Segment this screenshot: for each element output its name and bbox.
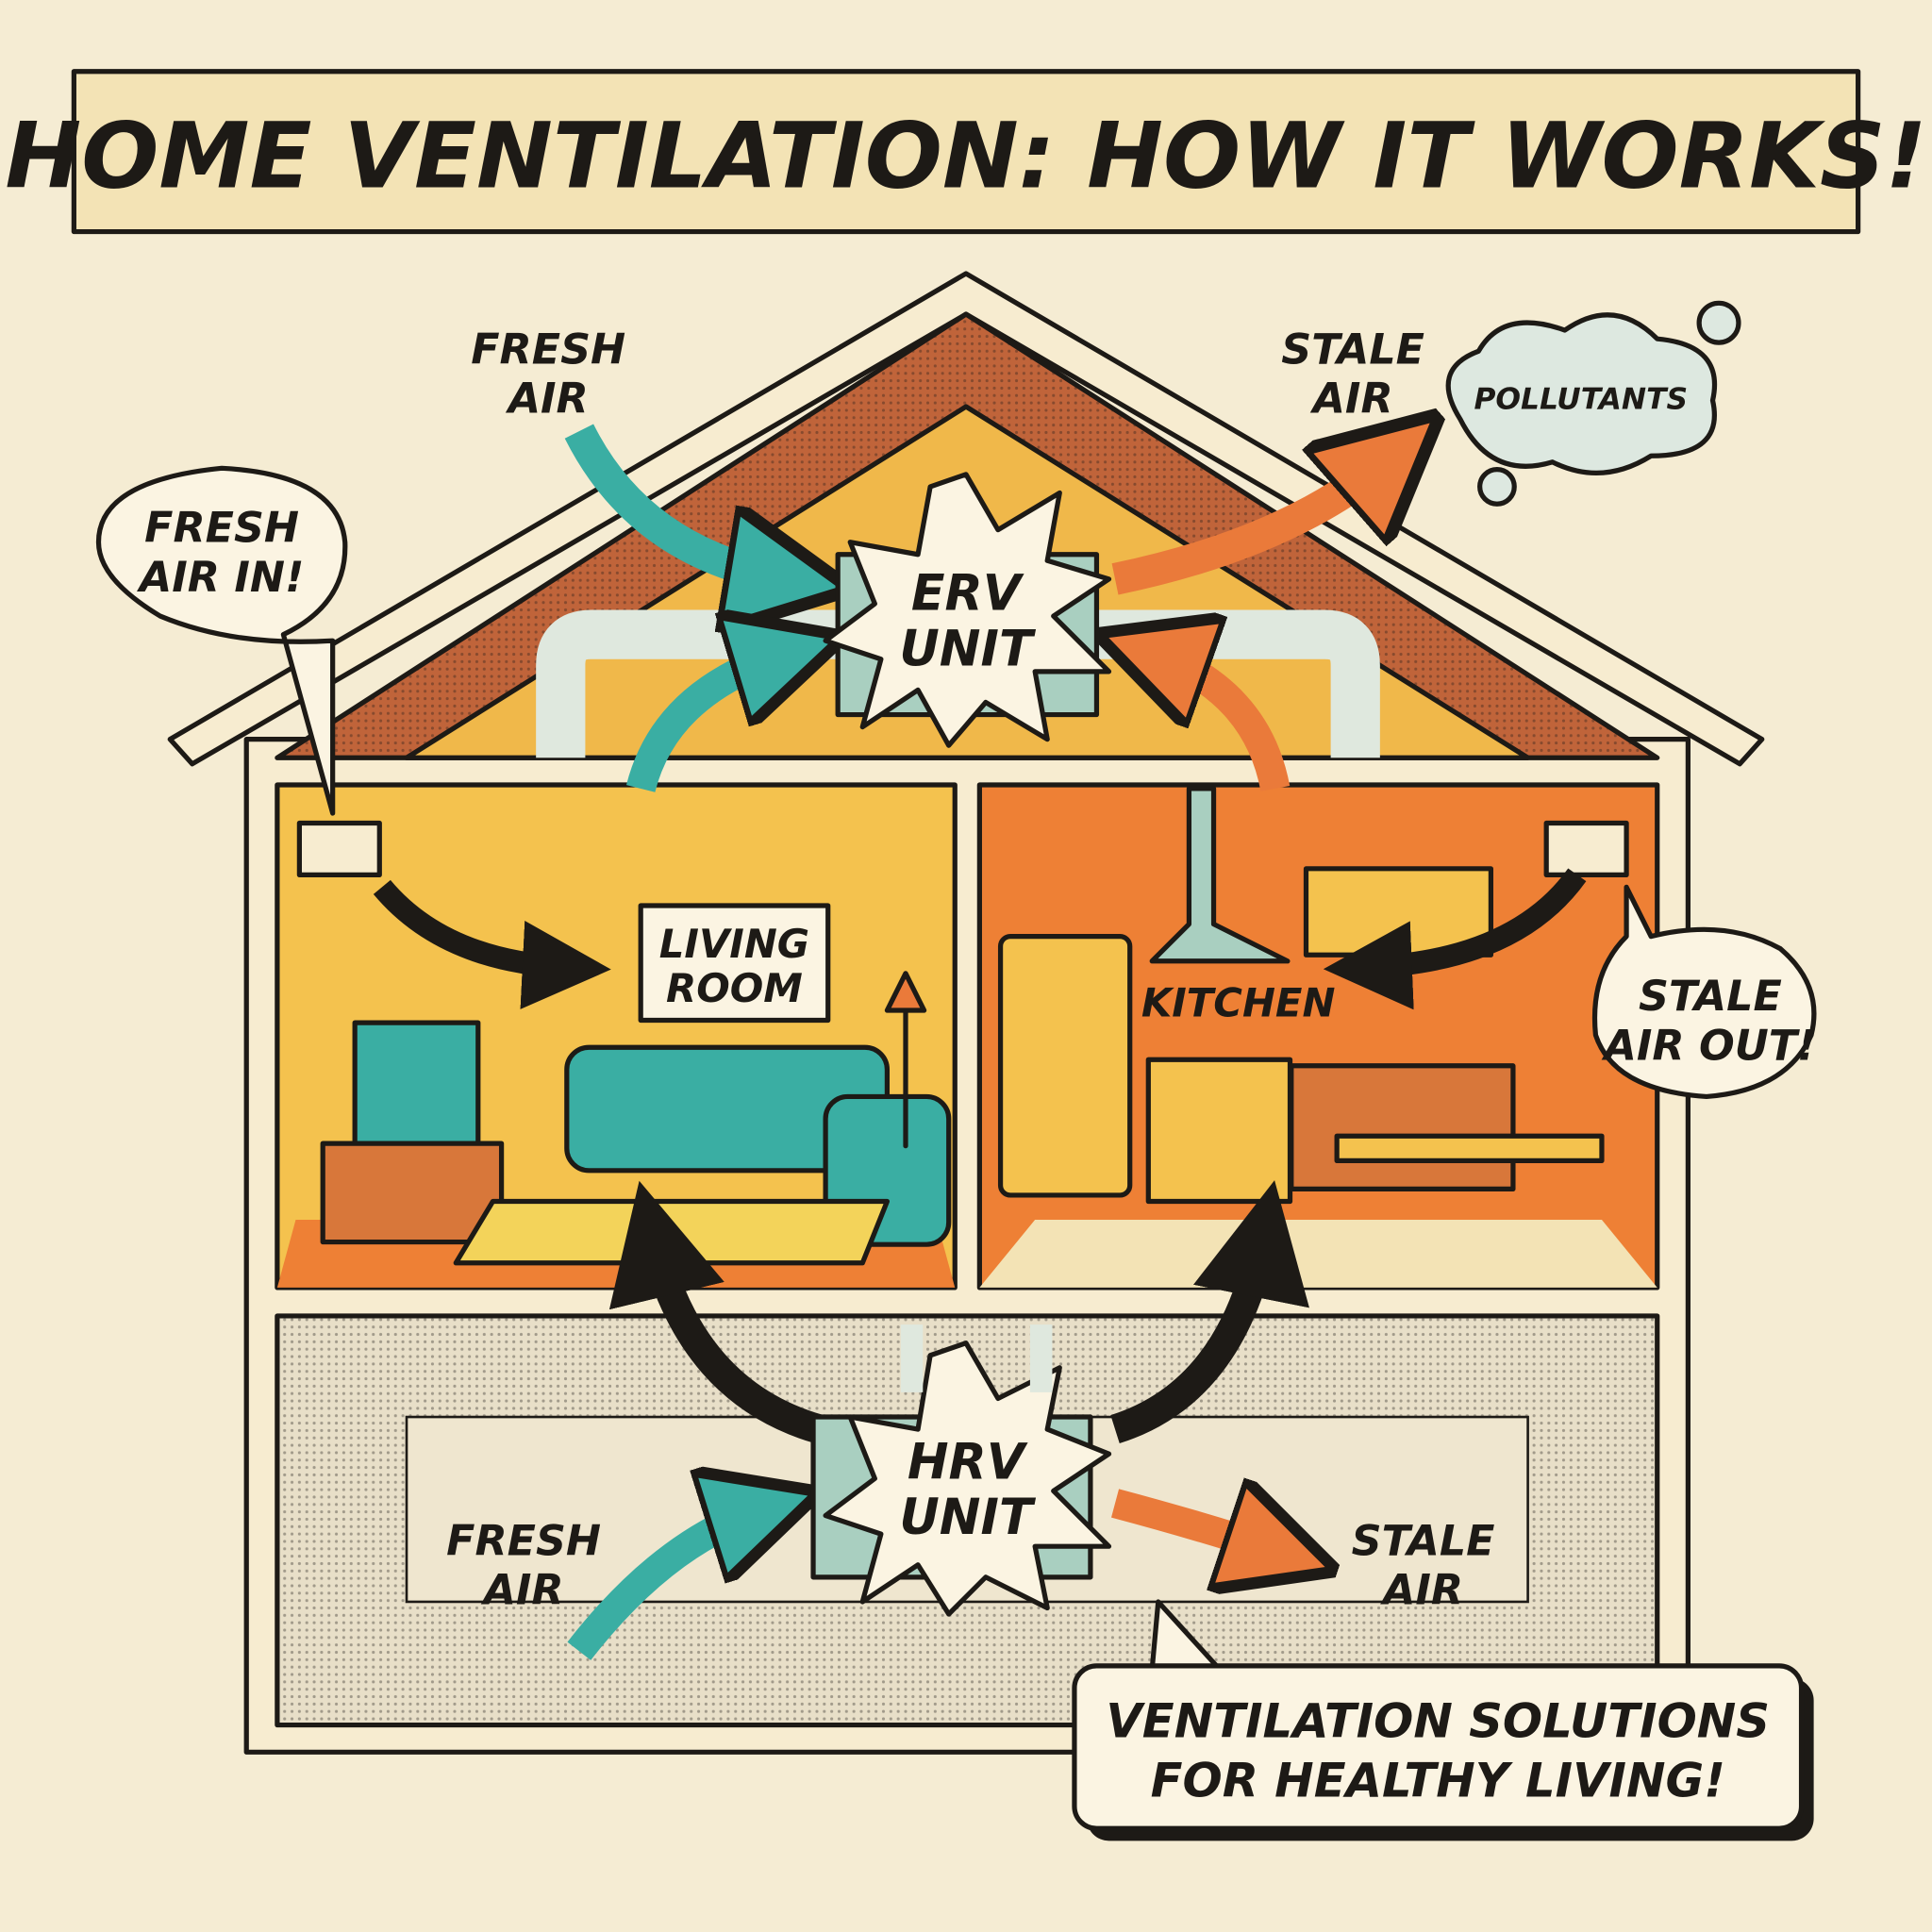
- caption-box: VENTILATION SOLUTIONS FOR HEALTHY LIVING…: [1072, 1599, 1814, 1841]
- fresh-air-label: FRESH: [471, 325, 625, 374]
- pollutants-cloud: POLLUTANTS: [1445, 300, 1741, 507]
- living-flow-arrow: [373, 879, 611, 1009]
- basement-stale-label-2: AIR: [1380, 1567, 1463, 1615]
- kitchen-flow-arrow: [1323, 868, 1587, 1010]
- hrv-unit: HRV UNIT: [810, 1324, 1112, 1617]
- erv-label-2: UNIT: [899, 621, 1037, 677]
- kitchen-furniture: [296, 786, 1629, 1205]
- vent-grille-right: [1543, 820, 1629, 877]
- stale-out-label-2: AIR OUT!: [1601, 1022, 1816, 1070]
- counter: [1289, 1063, 1516, 1192]
- attic-duct: [536, 609, 1380, 758]
- title-banner: HOME VENTILATION: HOW IT WORKS!: [5, 69, 1927, 235]
- living-room-label: LIVING: [659, 921, 809, 967]
- roof-eave: [167, 271, 1765, 767]
- basement-stale-label: STALE: [1352, 1517, 1495, 1565]
- fridge: [997, 934, 1133, 1198]
- hrv-to-living-arrow: [608, 1180, 824, 1444]
- stale-out-label: STALE: [1639, 973, 1782, 1021]
- hrv-to-kitchen-arrow: [1110, 1180, 1309, 1444]
- stale-air-out-arrow: [1111, 456, 1392, 595]
- lamp: [884, 971, 927, 1149]
- kitchen-label: KITCHEN: [1141, 980, 1336, 1026]
- living-room-label-2: ROOM: [666, 965, 803, 1011]
- tv-stand: [320, 1141, 505, 1245]
- fresh-in-label: FRESH: [144, 505, 299, 553]
- kitchen-exhaust-arrow: [1152, 653, 1291, 792]
- fresh-air-in-arrow: [564, 424, 789, 579]
- living-supply-arrow: [625, 653, 789, 793]
- caption-line-1: VENTILATION SOLUTIONS: [1106, 1694, 1770, 1749]
- vent-grille-left: [296, 820, 382, 877]
- hrv-label-2: UNIT: [899, 1490, 1037, 1546]
- stale-air-label-2: AIR: [1310, 375, 1393, 424]
- fresh-air-label-2: AIR: [506, 375, 589, 424]
- basement-fresh-arrow: [567, 1509, 764, 1660]
- basement-stale-arrow: [1111, 1503, 1281, 1552]
- fresh-in-label-2: AIR IN!: [137, 554, 304, 602]
- stale-air-label: STALE: [1281, 325, 1424, 374]
- basement-fresh-label-2: AIR: [481, 1567, 564, 1615]
- erv-unit: ERV UNIT: [823, 472, 1112, 748]
- erv-label: ERV: [911, 566, 1024, 623]
- fresh-air-in-bubble: FRESH AIR IN!: [95, 465, 348, 816]
- hrv-label: HRV: [908, 1434, 1028, 1491]
- range-hood: [1149, 786, 1291, 964]
- basement-fresh-label: FRESH: [446, 1517, 601, 1565]
- stove: [1145, 1057, 1293, 1205]
- living-room-sign: [638, 903, 831, 1024]
- page-title: HOME VENTILATION: HOW IT WORKS!: [5, 103, 1926, 209]
- airflow-arrows: [373, 424, 1587, 1660]
- caption-line-2: FOR HEALTHY LIVING!: [1151, 1753, 1725, 1807]
- pollutants-label: POLLUTANTS: [1474, 383, 1688, 417]
- table: [1334, 1133, 1605, 1163]
- stale-air-out-bubble: STALE AIR OUT!: [1591, 884, 1817, 1100]
